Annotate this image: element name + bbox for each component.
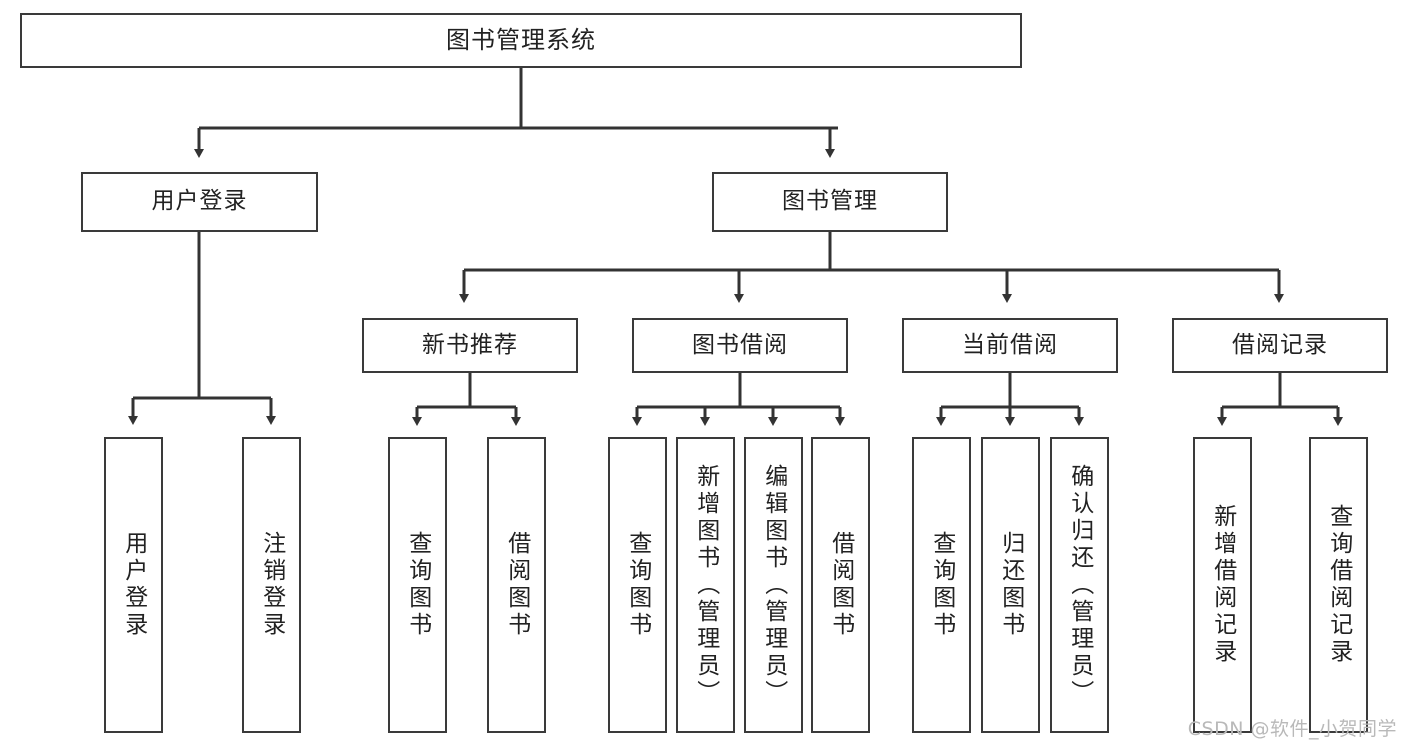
leaf-borrow-book-2[interactable]: 借阅图书 [811,437,870,733]
leaf-query-book-2[interactable]: 查询图书 [608,437,667,733]
leaf-add-book-label: 新增图书（管理员） [692,463,719,707]
leaf-query-book-1[interactable]: 查询图书 [388,437,447,733]
node-new-book-recommend-label: 新书推荐 [422,331,518,358]
leaf-query-record[interactable]: 查询借阅记录 [1309,437,1368,733]
leaf-add-record[interactable]: 新增借阅记录 [1193,437,1252,733]
node-user-login-label: 用户登录 [151,188,248,215]
leaf-query-book-1-label: 查询图书 [404,531,431,639]
leaf-query-book-3[interactable]: 查询图书 [912,437,971,733]
leaf-user-logout[interactable]: 注销登录 [242,437,301,733]
node-book-borrow[interactable]: 图书借阅 [632,318,848,373]
node-current-borrow[interactable]: 当前借阅 [902,318,1118,373]
leaf-query-book-2-label: 查询图书 [624,531,651,639]
node-book-management-label: 图书管理 [782,188,878,215]
leaf-confirm-return[interactable]: 确认归还（管理员） [1050,437,1109,733]
leaf-borrow-book-1[interactable]: 借阅图书 [487,437,546,733]
leaf-borrow-book-2-label: 借阅图书 [827,531,854,639]
leaf-return-book-label: 归还图书 [997,531,1024,639]
leaf-return-book[interactable]: 归还图书 [981,437,1040,733]
node-root[interactable]: 图书管理系统 [20,13,1022,68]
leaf-user-login-label: 用户登录 [120,531,147,639]
node-borrow-record[interactable]: 借阅记录 [1172,318,1388,373]
node-root-label: 图书管理系统 [446,26,596,55]
leaf-add-book[interactable]: 新增图书（管理员） [676,437,735,733]
leaf-query-record-label: 查询借阅记录 [1325,504,1352,666]
node-book-management[interactable]: 图书管理 [712,172,948,232]
node-borrow-record-label: 借阅记录 [1232,331,1328,358]
leaf-confirm-return-label: 确认归还（管理员） [1066,463,1093,707]
leaf-query-book-3-label: 查询图书 [928,531,955,639]
watermark-text: CSDN @软件_小贺同学 [1187,718,1397,740]
leaf-edit-book-label: 编辑图书（管理员） [760,463,787,707]
leaf-user-logout-label: 注销登录 [258,531,285,639]
leaf-edit-book[interactable]: 编辑图书（管理员） [744,437,803,733]
node-new-book-recommend[interactable]: 新书推荐 [362,318,578,373]
leaf-borrow-book-1-label: 借阅图书 [503,531,530,639]
node-user-login[interactable]: 用户登录 [81,172,318,232]
node-book-borrow-label: 图书借阅 [692,331,788,358]
node-current-borrow-label: 当前借阅 [962,331,1058,358]
leaf-add-record-label: 新增借阅记录 [1209,504,1236,666]
leaf-user-login[interactable]: 用户登录 [104,437,163,733]
